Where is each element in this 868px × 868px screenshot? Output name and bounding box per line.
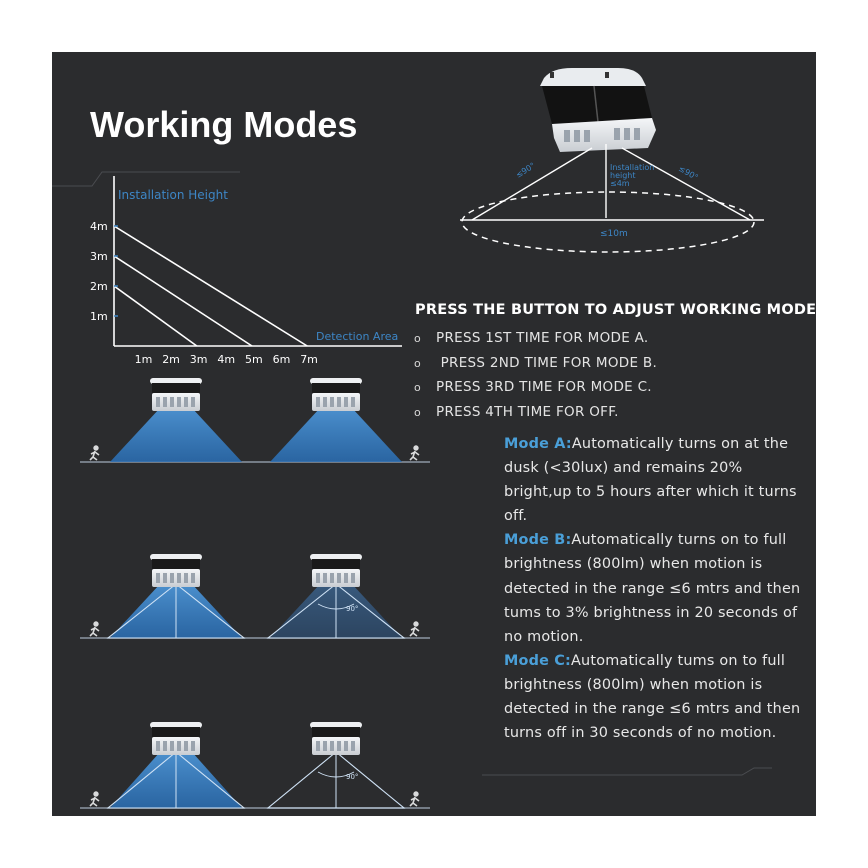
angle-left-label: ≤90° [514, 161, 536, 180]
x-tick-group: 1m 2m 3m 4m 5m 6m 7m [135, 353, 318, 366]
mode-row-a [80, 378, 430, 463]
x-tick-label: 7m [300, 353, 318, 366]
y-tick-label: 2m [90, 280, 108, 293]
mode-row-c: 90° [80, 722, 430, 809]
running-person-icon [89, 621, 100, 637]
mode-a-heading: Mode A: [504, 436, 572, 452]
y-axis-title: Installation Height [118, 188, 228, 202]
running-person-icon [409, 445, 420, 461]
bullet: o [414, 332, 422, 345]
product-info-panel: Installation height ≤4m ≤90° ≤90° ≤10m I… [52, 52, 816, 816]
lamp-icon [150, 378, 202, 411]
angle-arc [317, 771, 355, 778]
angle-right-label: ≤90° [677, 164, 700, 182]
x-tick-label: 6m [273, 353, 291, 366]
x-tick-label: 2m [162, 353, 180, 366]
running-person-icon [89, 791, 100, 807]
mode-descriptions: Mode A:Automatically turns on at the dus… [504, 432, 804, 745]
top-detection-diagram: Installation height ≤4m ≤90° ≤90° ≤10m [460, 68, 764, 253]
press-heading: PRESS THE BUTTON TO ADJUST WORKING MODE [415, 302, 816, 318]
lamp-icon [150, 722, 202, 755]
x-tick-label: 4m [217, 353, 235, 366]
mode-row-b: 90° [80, 554, 430, 639]
chart-series-line-2 [113, 255, 253, 347]
x-tick-label: 5m [245, 353, 263, 366]
y-tick-label: 3m [90, 250, 108, 263]
mode-b-heading: Mode B: [504, 532, 572, 549]
running-person-icon [409, 791, 420, 807]
mode-c-description: Mode C:Automatically tums on to full bri… [504, 652, 801, 742]
illustration-layer: Installation height ≤4m ≤90° ≤90° ≤10m I… [52, 68, 772, 809]
lamp-icon [310, 554, 362, 587]
angle-arc [317, 603, 355, 610]
x-axis-title: Detection Area [316, 330, 398, 343]
lamp-top [540, 68, 656, 152]
y-tick-label: 1m [90, 310, 108, 323]
running-person-icon [409, 621, 420, 637]
y-tick-label: 4m [90, 220, 108, 233]
bullet: o [414, 381, 422, 394]
mode-a-description: Mode A:Automatically turns on at the dus… [504, 436, 797, 525]
chart-series-line-3 [113, 285, 198, 347]
lamp-icon [150, 554, 202, 587]
cone-angle-label: 90° [346, 605, 358, 613]
bullet: o [414, 356, 422, 370]
decorative-lines [52, 171, 772, 776]
light-beam [270, 408, 402, 462]
running-person-icon [89, 445, 100, 461]
cone-angle-label: 90° [346, 773, 358, 781]
chart-series-line-1 [113, 225, 308, 347]
range-label: ≤10m [600, 229, 628, 239]
mode-illustrations: 90° 90° [80, 378, 430, 809]
x-tick-label: 3m [190, 353, 208, 366]
height-vs-area-chart: Installation Height Detection Area 4m 3m 2… [90, 176, 402, 366]
x-tick-label: 1m [135, 353, 153, 366]
mode-b-description: Mode B:Automatically turns on to full br… [504, 532, 801, 645]
lamp-icon [310, 378, 362, 411]
y-tick-group: 4m 3m 2m 1m [90, 220, 118, 323]
mode-c-heading: Mode C: [504, 652, 571, 669]
light-beam [110, 408, 242, 462]
page-title: Working Modes [90, 104, 358, 145]
chart-series-group [113, 225, 308, 347]
lamp-icon [310, 722, 362, 755]
press-item: o PRESS 2ND TIME FOR MODE B. [414, 351, 657, 376]
installation-height-label: Installation height ≤4m [610, 163, 657, 188]
bullet: o [414, 405, 422, 419]
